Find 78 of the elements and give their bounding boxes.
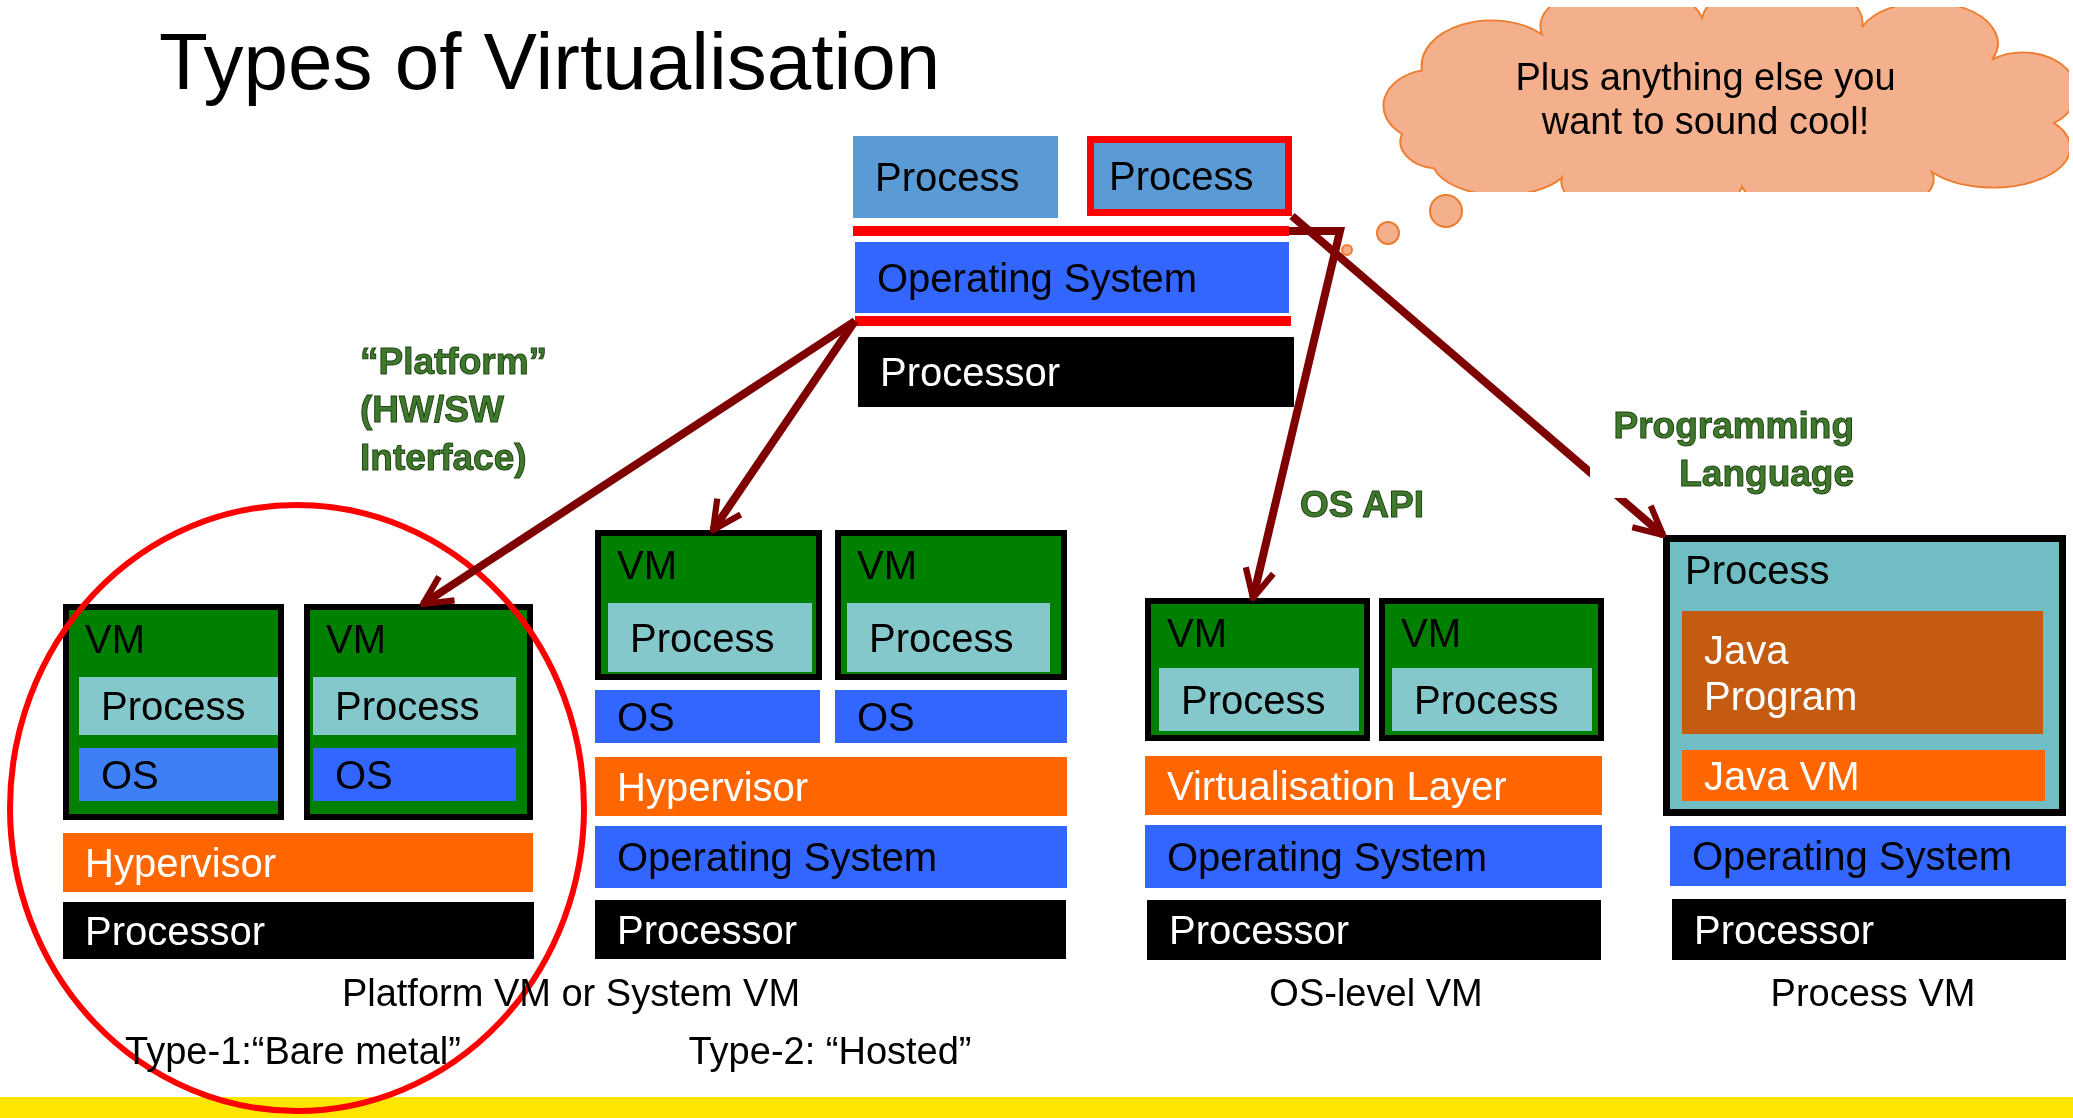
operating-system-layer (855, 242, 1289, 313)
interface-bar (853, 226, 1289, 236)
process-vm-box (1663, 535, 2066, 816)
box-label: Process (101, 683, 247, 729)
processor-layer (1672, 899, 2066, 960)
processor-layer (63, 902, 534, 959)
box-label: OS (857, 693, 916, 740)
box-label: Operating System (877, 254, 1199, 301)
processor-layer (858, 337, 1294, 407)
caption: Type-1:“Bare metal” (124, 1030, 462, 1073)
process-box (313, 677, 516, 735)
box-label: Process (1414, 676, 1560, 723)
box-label: Hypervisor (85, 839, 278, 886)
arrow (1289, 212, 1667, 539)
box-label: OS (335, 751, 394, 798)
software-layer (1682, 750, 2045, 801)
process-box (853, 136, 1058, 218)
box-label: VM (857, 542, 918, 588)
process-box (847, 603, 1050, 672)
processor-layer (595, 900, 1066, 959)
vm-box (595, 530, 822, 680)
box-label: Process (335, 683, 481, 729)
program-box (1682, 611, 2043, 734)
box-label: Operating System (617, 834, 939, 880)
box-label: Process (630, 614, 776, 661)
interface-bar (855, 316, 1291, 326)
software-layer (1145, 756, 1602, 815)
operating-system-layer (79, 748, 278, 801)
box-label: VM (326, 616, 387, 662)
box-label: Processor (1169, 907, 1351, 953)
box-label: Processor (1694, 906, 1876, 953)
box-label: Processor (880, 349, 1062, 395)
box-label: Java VM (1704, 752, 1861, 799)
arrow (419, 317, 858, 608)
operating-system-layer (1145, 825, 1602, 888)
process-box (1087, 136, 1292, 216)
box-label: VM (1401, 610, 1462, 656)
operating-system-layer (1670, 826, 2066, 886)
software-layer (595, 757, 1067, 816)
box-label: Virtualisation Layer (1167, 762, 1508, 809)
box-label: Process (1181, 676, 1327, 723)
vm-box (1379, 598, 1604, 741)
box-label: Java Program (1704, 626, 1859, 719)
vm-box (1145, 598, 1370, 741)
process-box (1392, 668, 1592, 731)
caption: OS-level VM (1268, 972, 1484, 1015)
box-label: Operating System (1692, 833, 2014, 879)
processor-layer (1147, 900, 1601, 960)
box-label: Hypervisor (617, 763, 810, 810)
box-label: Processor (617, 906, 799, 953)
software-layer (63, 833, 533, 892)
box-label: VM (1167, 610, 1228, 656)
box-label: Process (1109, 153, 1255, 199)
box-label: VM (85, 616, 146, 662)
arrow (1242, 227, 1346, 602)
process-box (79, 677, 278, 735)
operating-system-layer (835, 690, 1067, 743)
vm-box (835, 530, 1067, 680)
box-label: Operating System (1167, 833, 1489, 880)
box-label: VM (617, 542, 678, 588)
vm-box (63, 604, 284, 820)
box-label: OS (617, 693, 676, 740)
caption: Process VM (1769, 972, 1977, 1015)
thought-text: Plus anything else you want to sound cool! (1514, 55, 1897, 144)
process-box (608, 603, 812, 672)
box-label: Process (875, 154, 1021, 200)
box-label: Process (869, 614, 1015, 661)
box-label: Processor (85, 907, 267, 954)
operating-system-layer (595, 826, 1067, 888)
arrow (709, 318, 859, 534)
box-label: Process (1685, 547, 1831, 593)
operating-system-layer (313, 748, 516, 801)
vm-box (304, 604, 533, 820)
operating-system-layer (595, 690, 820, 743)
title: Types of Virtualisation (159, 16, 941, 108)
process-box (1159, 668, 1359, 731)
caption: Type-2: “Hosted” (687, 1030, 973, 1073)
box-label: OS (101, 751, 160, 798)
